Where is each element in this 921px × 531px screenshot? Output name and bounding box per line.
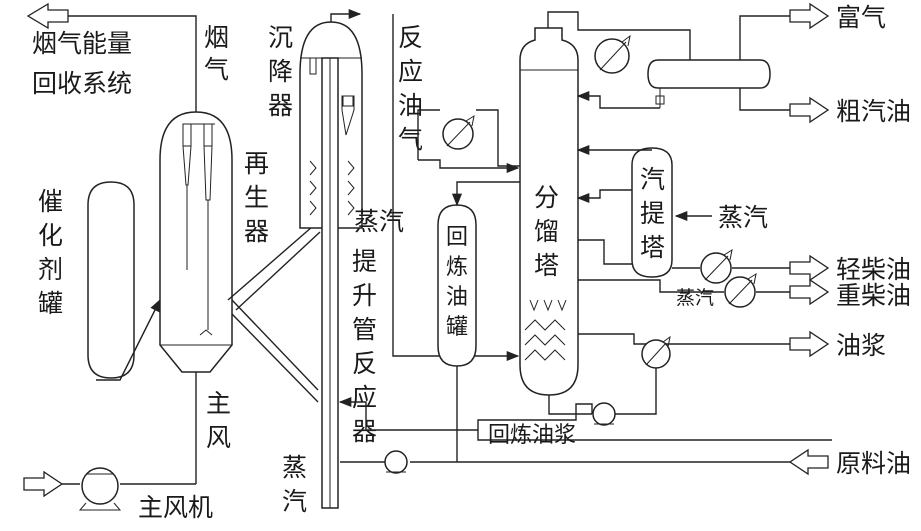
main-blower-icon <box>81 467 119 505</box>
catalyst-tank-vessel <box>87 181 161 381</box>
main-blower-inlet-arrow-icon <box>23 470 64 498</box>
light-diesel-label: 轻柴油 <box>836 255 911 284</box>
regenerator-vessel <box>159 111 233 373</box>
flue-gas-label-char2: 气 <box>204 55 229 84</box>
flue-gas-recovery-label-line2: 回收系统 <box>32 69 132 98</box>
slurry-arrow-icon <box>789 330 830 358</box>
catalyst-transfer-lines <box>227 219 321 403</box>
recycle-tank-label-char2: 炼 <box>446 255 468 280</box>
stripper-vessel <box>576 144 712 278</box>
rich-gas-label: 富气 <box>836 3 886 32</box>
recycle-tank-label-char4: 罐 <box>446 315 468 340</box>
riser-steam-label: 蒸汽 <box>354 207 404 236</box>
catalyst-tank-label-char3: 剂 <box>38 255 63 284</box>
reaction-vapor-label-char1: 反 <box>398 23 423 52</box>
recycle-tank-label-char1: 回 <box>446 225 468 250</box>
feed-pump-icon <box>384 450 408 474</box>
crude-gasoline-arrow-icon <box>789 96 830 124</box>
riser-reactor-label-char6: 器 <box>352 417 377 446</box>
main-air-label-char1: 主 <box>206 389 231 418</box>
heavy-diesel-line <box>578 272 830 308</box>
slurry-line <box>338 330 832 441</box>
flue-gas-recovery-label-line1: 烟气能量 <box>32 29 132 58</box>
fractionator-label-char2: 馏 <box>534 217 559 246</box>
bottom-steam-label-char1: 蒸 <box>282 453 307 482</box>
main-air-label-char2: 风 <box>206 423 231 452</box>
regenerator-label-char3: 器 <box>244 217 269 246</box>
slurry-label: 油浆 <box>836 331 886 360</box>
reflux-drum <box>576 2 830 124</box>
catalyst-tank-label-char1: 催 <box>38 187 63 216</box>
recycle-oil-tank-vessel <box>437 181 520 460</box>
riser-reactor-label-char2: 升 <box>352 281 377 310</box>
slurry-pump-icon <box>592 402 616 426</box>
settler-label-char2: 降 <box>268 57 293 86</box>
stripper-label-char2: 提 <box>640 199 665 228</box>
top-reflux-loop <box>417 109 520 174</box>
main-air-line <box>23 372 197 511</box>
rich-gas-arrow-icon <box>789 2 830 30</box>
feedstock-label: 原料油 <box>836 449 911 478</box>
fractionator-label-char3: 塔 <box>534 251 559 280</box>
light-diesel-line <box>672 248 830 284</box>
overhead-line <box>547 11 691 74</box>
reaction-vapor-label-char3: 油 <box>398 91 423 120</box>
riser-reactor-label-char4: 反 <box>352 349 377 378</box>
stripper-label-char3: 塔 <box>640 233 665 262</box>
crude-gasoline-label: 粗汽油 <box>836 97 911 126</box>
regenerator-label-char1: 再 <box>244 149 269 178</box>
reaction-vapor-label-char4: 气 <box>398 125 423 154</box>
recycle-slurry-label: 回炼油浆 <box>488 423 576 448</box>
settler-label-char3: 器 <box>268 91 293 120</box>
stripper-label-char1: 汽 <box>640 165 665 194</box>
feedstock-line <box>340 448 829 476</box>
feedstock-arrow-icon <box>788 448 829 476</box>
regenerator-label-char2: 生 <box>244 183 269 212</box>
flue-gas-label-char1: 烟 <box>204 23 229 52</box>
flue-gas-outlet-arrow-icon <box>26 2 69 30</box>
heavy-diesel-arrow-icon <box>789 278 830 306</box>
riser-reactor-label-char5: 应 <box>352 383 377 412</box>
flue-gas-line <box>26 2 197 112</box>
light-diesel-arrow-icon <box>789 254 830 282</box>
riser-reactor-pipe <box>321 57 339 509</box>
stripper-steam-label: 蒸汽 <box>718 203 768 232</box>
recycle-tank-label-char3: 油 <box>446 285 468 310</box>
riser-reactor-label-char1: 提 <box>352 247 377 276</box>
settler-label-char1: 沉 <box>268 23 293 52</box>
small-steam-label: 蒸汽 <box>676 287 714 309</box>
catalyst-tank-label-char4: 罐 <box>38 289 63 318</box>
reaction-vapor-line <box>330 8 520 362</box>
main-blower-label: 主风机 <box>138 493 213 522</box>
fractionator-vessel <box>519 27 579 396</box>
fractionator-label-char1: 分 <box>534 183 559 212</box>
heavy-diesel-label: 重柴油 <box>836 281 911 310</box>
riser-reactor-label-char3: 管 <box>352 315 377 344</box>
reaction-vapor-label-char2: 应 <box>398 57 423 86</box>
catalyst-tank-label-char2: 化 <box>38 221 63 250</box>
bottom-steam-label-char2: 汽 <box>282 487 307 516</box>
